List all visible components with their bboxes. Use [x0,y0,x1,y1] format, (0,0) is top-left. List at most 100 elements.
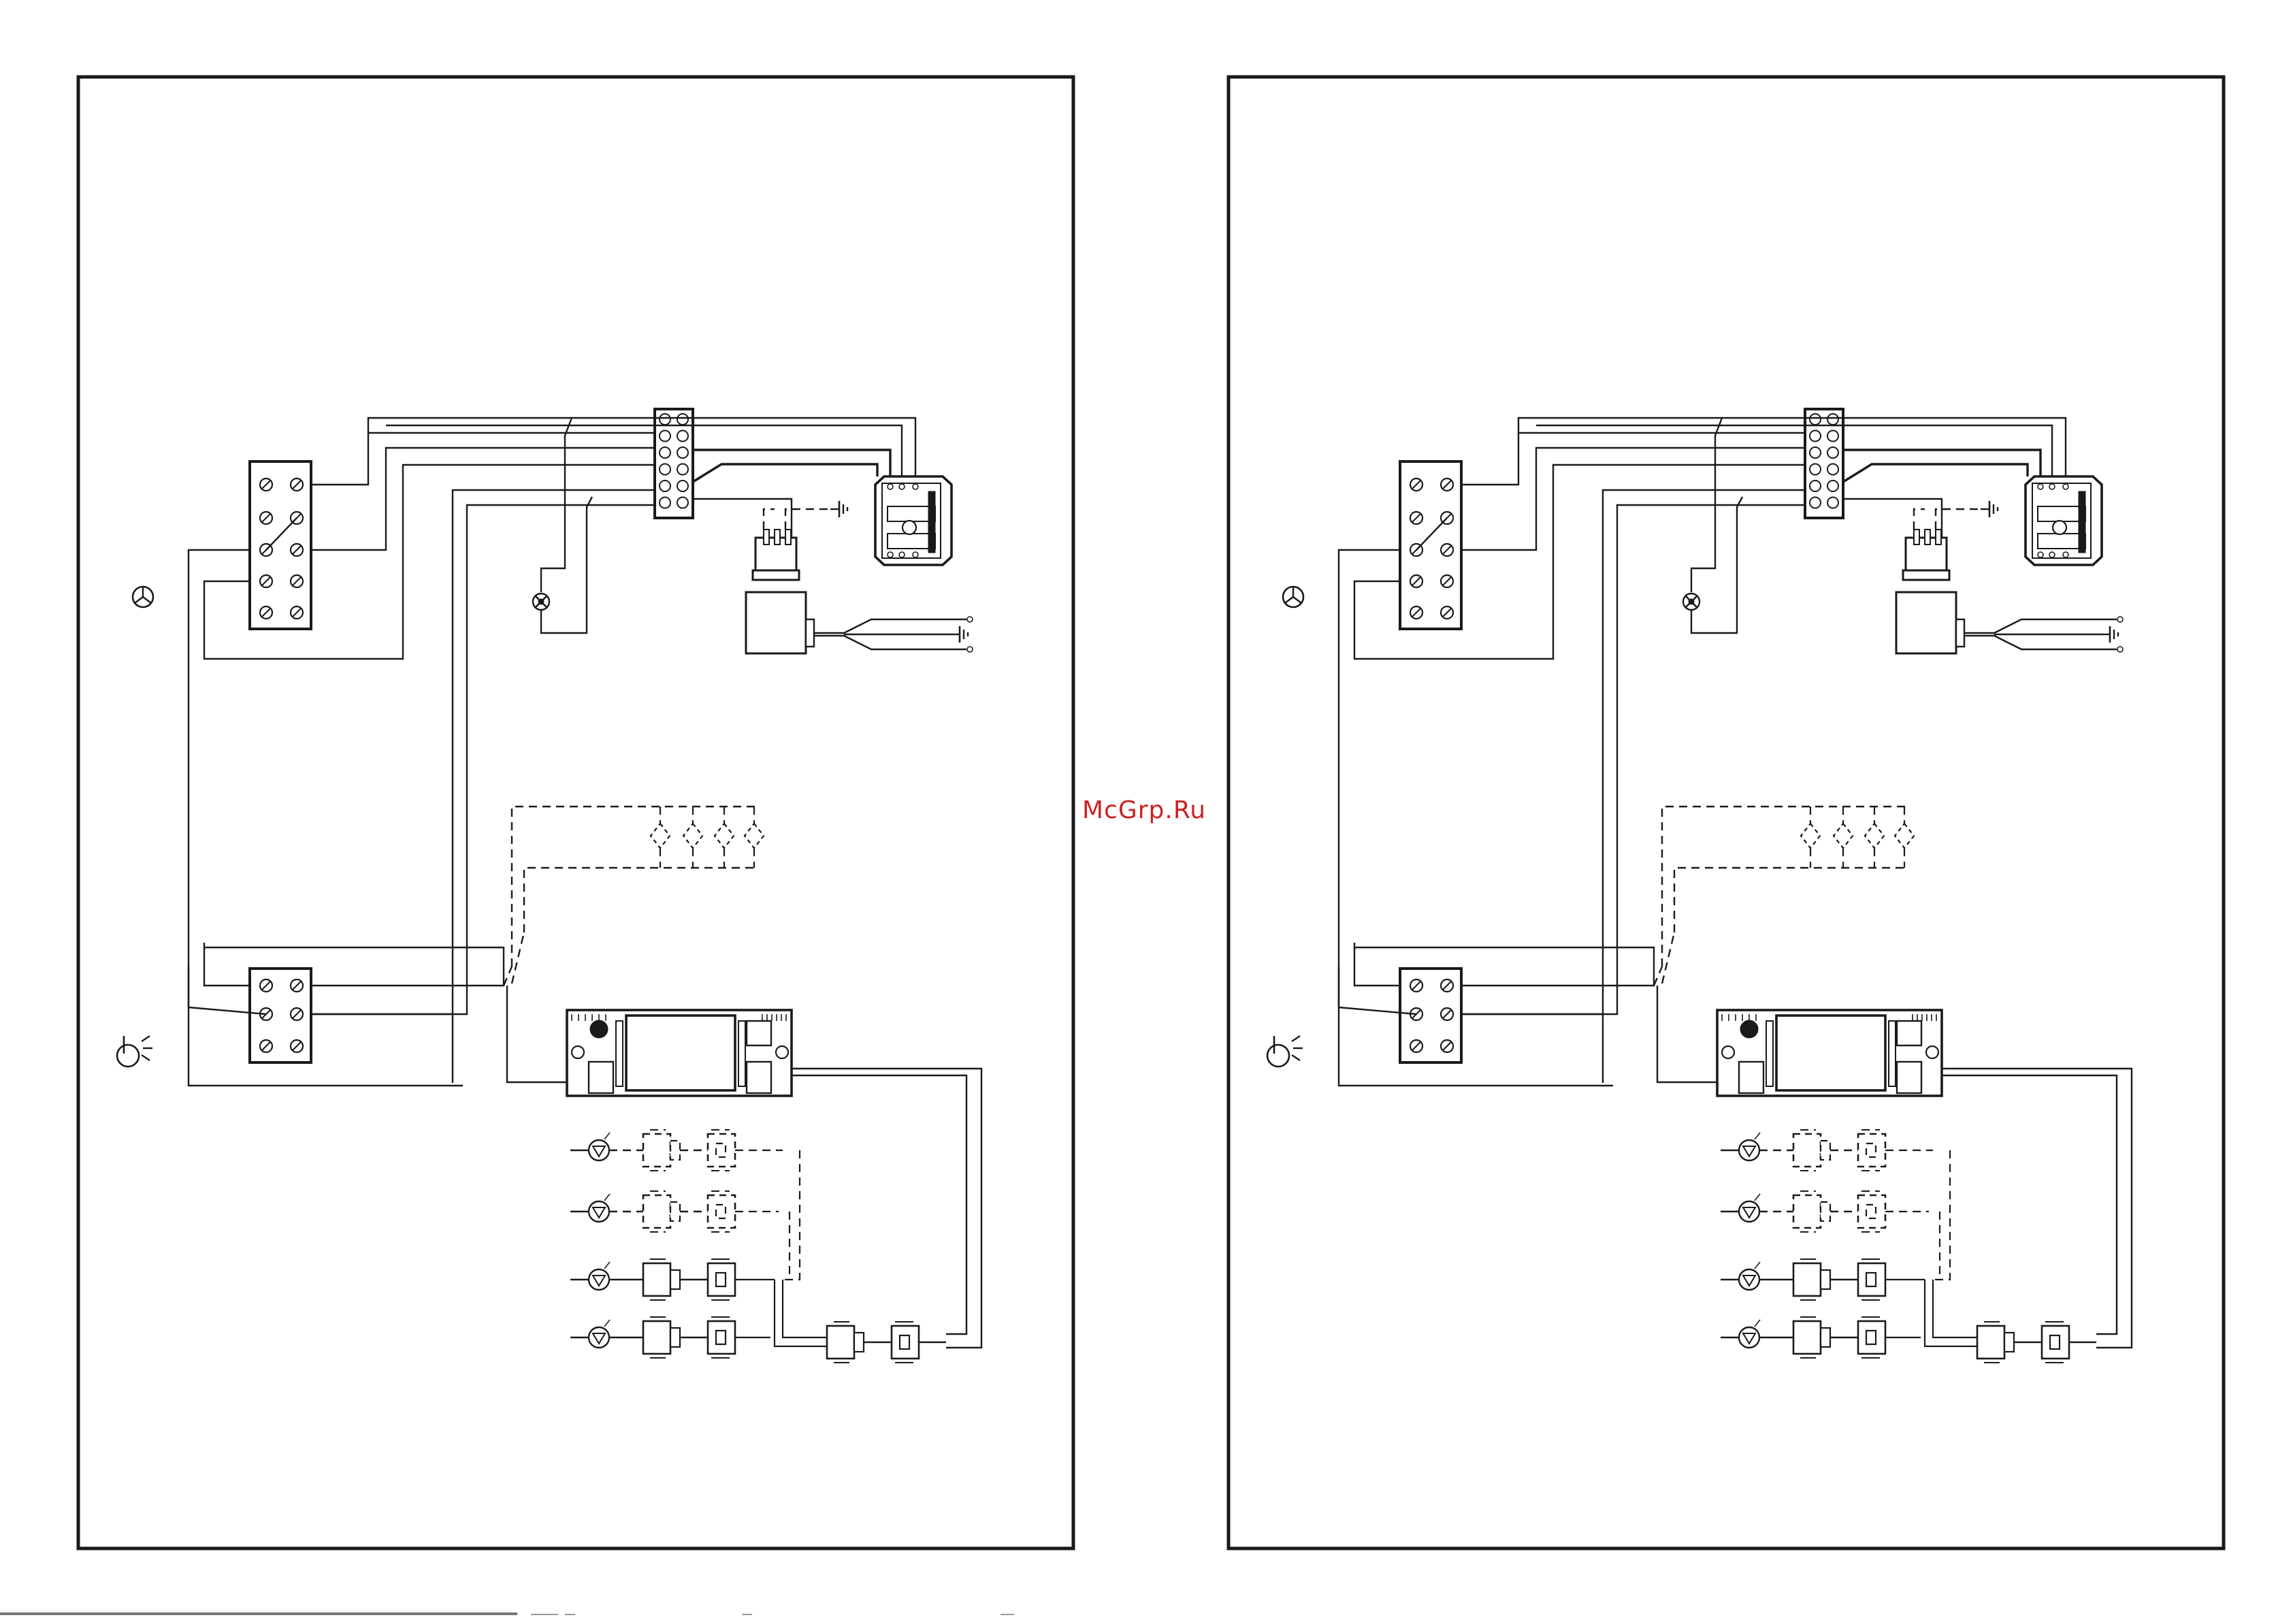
socket-connector [708,1259,735,1300]
dashed-lamp-icon [1834,807,1853,868]
socket-connector [1793,1259,1830,1300]
dashed-lamp-icon [715,807,734,868]
switch-block-upper [250,461,311,629]
signal-lamp-icon [589,1262,610,1290]
socket-connector-pair [1977,1322,2096,1363]
screw-terminal [1441,1008,1453,1020]
fan-icon [1283,587,1303,607]
wiring-left [189,550,504,1086]
screw-terminal [1441,1040,1453,1052]
dashed-lamp-icon [1801,807,1820,868]
switch-block-upper [1400,461,1461,629]
dashed-lamp-icon [683,807,702,868]
screw-terminal [291,544,303,556]
screw-terminal [1441,575,1453,587]
signal-lamp-icon [589,1320,610,1348]
ground-icon [1981,501,1998,517]
socket-connector [1793,1191,1830,1232]
screw-terminal [1410,575,1422,587]
ground-icon [2103,626,2118,643]
signal-lamp-icon [1739,1133,1760,1160]
socket-connector [1858,1259,1885,1300]
ground-icon [953,626,968,643]
light-bulb-icon [1267,1036,1303,1067]
pressure-switch-body [746,592,806,653]
screw-terminal [1441,544,1453,556]
relay-module [567,1010,792,1096]
screw-terminal [1441,478,1453,491]
left-panel [78,77,1073,1548]
socket-connector [643,1259,680,1300]
screw-terminal [291,1008,303,1020]
dashed-lamp-icon [1865,807,1884,868]
ignition-lamp-icon [1683,594,1700,610]
switch-block-lower [250,969,311,1062]
pressure-switch-body [1896,592,1956,653]
dashed-lamp-icon [651,807,670,868]
screw-terminal [1410,478,1422,491]
watermark-text: McGrp.Ru [1082,796,1211,824]
right-panel [1229,77,2224,1548]
screw-terminal [1410,606,1422,619]
thermostat-unit [2026,476,2102,565]
panel-frame [1229,77,2224,1548]
panel-frame [78,77,1073,1548]
screw-terminal [1441,606,1453,619]
socket-row [1721,1259,1925,1300]
signal-lamp-icon [589,1194,610,1222]
screw-terminal [260,478,272,491]
fan-icon [133,587,153,607]
socket-bus [775,1150,827,1346]
light-bulb-icon [117,1036,152,1067]
screw-terminal [1410,512,1422,524]
socket-row [1721,1130,1933,1171]
switch-block-lower [1400,969,1461,1062]
screw-terminal [260,512,272,524]
signal-lamp-icon [1739,1194,1760,1222]
socket-connector [1858,1130,1885,1171]
socket-connector [1793,1317,1830,1358]
screw-terminal [260,979,272,992]
screw-terminal [260,606,272,619]
socket-row [1721,1317,1921,1358]
relay-module [1717,1010,1942,1096]
socket-connector [643,1317,680,1358]
socket-connector-pair [827,1322,946,1363]
screw-terminal [291,979,303,992]
signal-lamp-icon [1739,1320,1760,1348]
wiring-left [1339,550,1654,1086]
ignition-lamp-icon [533,594,549,610]
socket-row [570,1191,779,1232]
thermostat-unit [875,476,952,565]
socket-connector [1858,1191,1885,1232]
screw-terminal [291,1040,303,1052]
socket-bus [1925,1150,1977,1346]
socket-connector [708,1317,735,1358]
socket-connector [1858,1317,1885,1358]
screw-terminal [1410,979,1422,992]
dashed-lamp-group [1654,807,1914,986]
socket-connector [708,1130,735,1171]
screw-terminal [291,478,303,491]
socket-connector [1793,1130,1830,1171]
socket-row [570,1130,783,1171]
socket-connector [643,1191,680,1232]
socket-row [570,1259,775,1300]
relay-indicator [590,1020,608,1038]
screw-terminal [291,606,303,619]
dashed-lamp-group [504,807,764,986]
dashed-lamp-icon [1895,807,1914,868]
screw-terminal [1441,979,1453,992]
ground-icon [830,501,847,517]
dashed-lamp-icon [745,807,764,868]
screw-terminal [260,1040,272,1052]
relay-indicator [1740,1020,1758,1038]
socket-row [570,1317,770,1358]
screw-terminal [1410,1040,1422,1052]
screw-terminal [260,575,272,587]
socket-row [1721,1191,1929,1232]
socket-connector [708,1191,735,1232]
signal-lamp-icon [589,1133,610,1160]
screw-terminal [291,575,303,587]
